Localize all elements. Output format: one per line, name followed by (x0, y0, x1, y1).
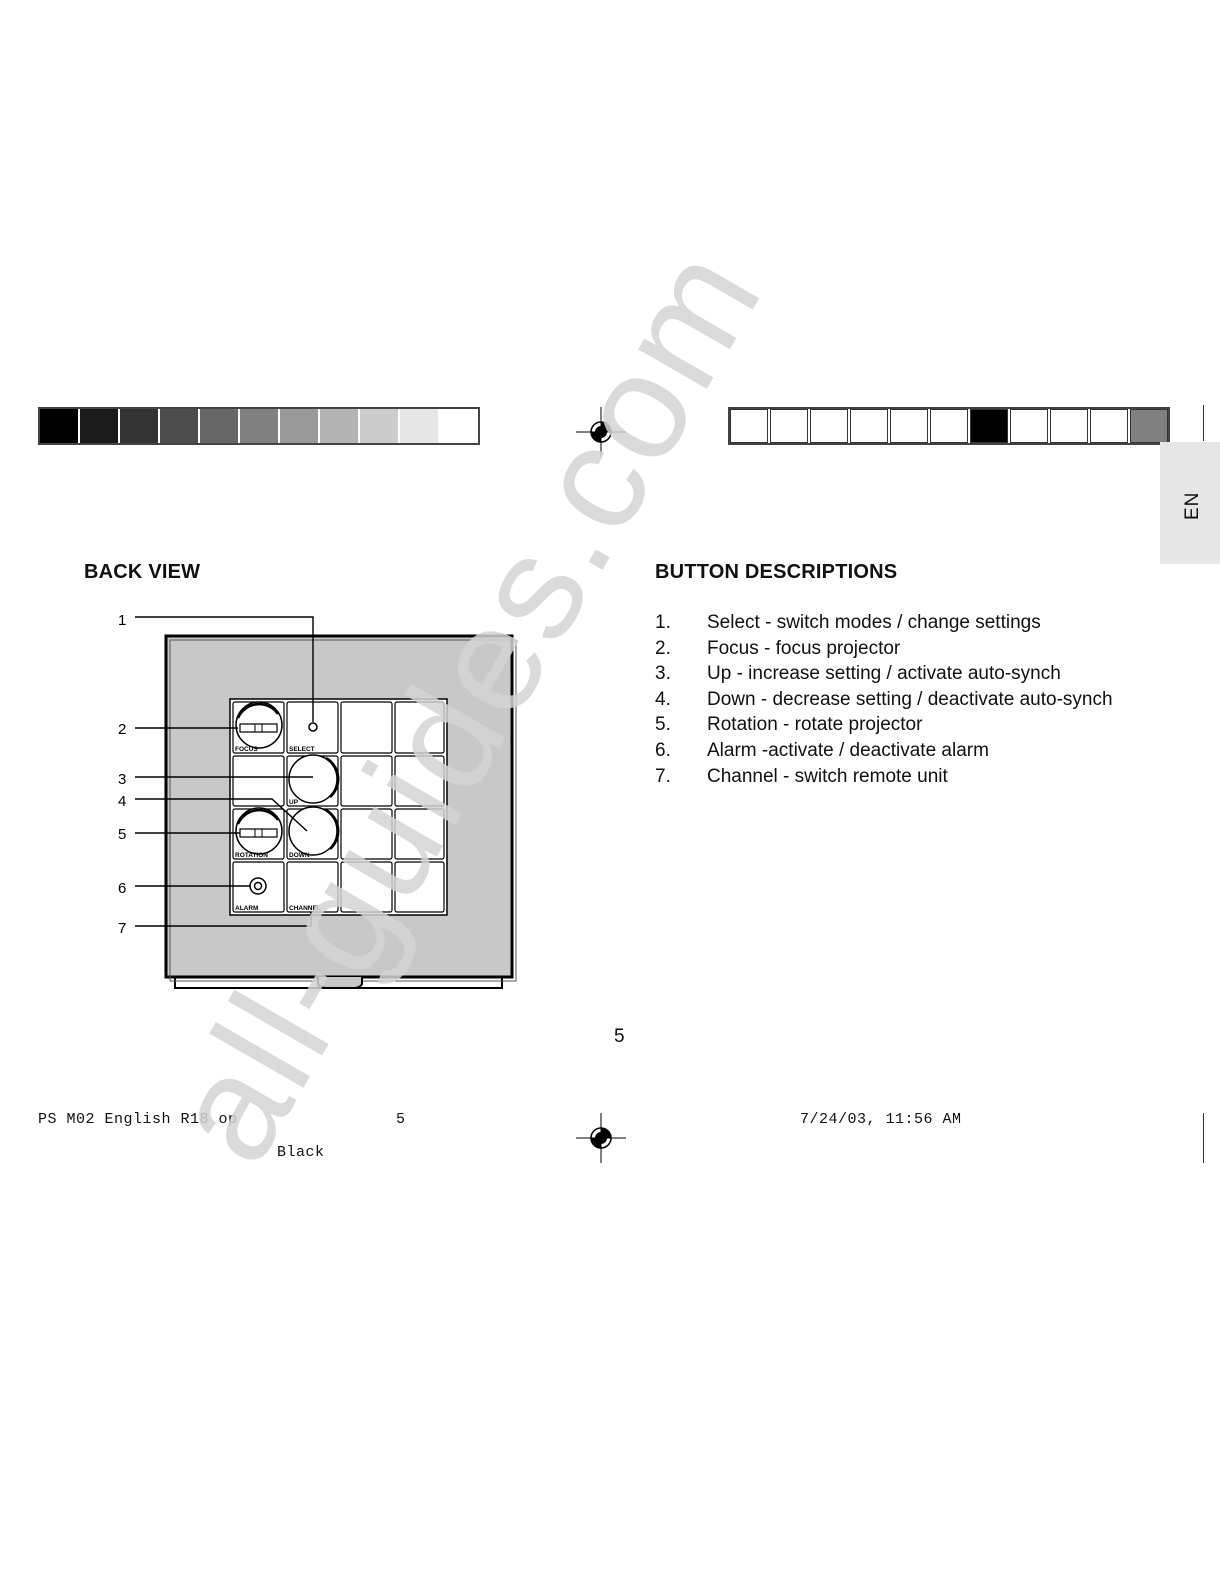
list-item: 5. Rotation - rotate projector (655, 714, 1113, 740)
item-text: Up - increase setting / activate auto-sy… (707, 663, 1061, 685)
list-item: 7. Channel - switch remote unit (655, 766, 1113, 792)
callout-number: 5 (118, 826, 126, 843)
color-swatch (1090, 409, 1128, 443)
item-number: 2. (655, 637, 671, 659)
alarm-label: ALARM (235, 905, 258, 912)
crop-mark (1203, 1113, 1204, 1163)
language-label: EN (1182, 491, 1203, 520)
color-swatch (890, 409, 928, 443)
color-swatch (810, 409, 848, 443)
item-text: Down - decrease setting / deactivate aut… (707, 688, 1113, 710)
callout-number: 4 (118, 793, 126, 810)
select-label: SELECT (289, 746, 315, 753)
item-number: 7. (655, 765, 671, 787)
language-tab: EN (1160, 442, 1220, 564)
up-dial-icon (288, 754, 340, 804)
registration-mark-icon (576, 407, 626, 457)
list-item: 6. Alarm -activate / deactivate alarm (655, 740, 1113, 766)
list-item: 3. Up - increase setting / activate auto-… (655, 663, 1113, 689)
callout-number: 3 (118, 771, 126, 788)
callout-number: 2 (118, 721, 126, 738)
item-number: 5. (655, 714, 671, 736)
color-swatch (1050, 409, 1088, 443)
footer-color-plate: Black (277, 1144, 325, 1161)
down-dial-icon (288, 806, 340, 856)
color-swatch (440, 409, 478, 443)
color-swatch (1130, 409, 1168, 443)
color-swatch (1010, 409, 1048, 443)
item-number: 3. (655, 663, 671, 685)
registration-mark-icon (576, 1113, 626, 1163)
color-swatch (970, 409, 1008, 443)
color-swatch (400, 409, 438, 443)
color-swatch (360, 409, 398, 443)
color-swatch (80, 409, 118, 443)
crop-mark (1203, 405, 1204, 441)
rotation-label: ROTATION (235, 852, 268, 859)
footer-filename: PS M02 English R18 op (38, 1111, 238, 1128)
color-swatch (320, 409, 358, 443)
callout-number: 6 (118, 880, 126, 897)
down-label: DOWN (289, 852, 310, 859)
list-item: 4. Down - decrease setting / deactivate a… (655, 689, 1113, 715)
item-text: Rotation - rotate projector (707, 714, 923, 736)
callout-number: 1 (118, 612, 126, 629)
back-view-heading: BACK VIEW (84, 561, 201, 583)
item-number: 1. (655, 612, 671, 633)
color-swatch (730, 409, 768, 443)
color-swatch (200, 409, 238, 443)
item-text: Channel - switch remote unit (707, 765, 948, 787)
button-descriptions-heading: BUTTON DESCRIPTIONS (655, 561, 898, 583)
left-grayscale-strip (38, 407, 480, 445)
rotation-dial-icon (235, 807, 283, 855)
color-swatch (160, 409, 198, 443)
up-label: UP (289, 799, 299, 806)
footer-timestamp: 7/24/03, 11:56 AM (800, 1111, 962, 1128)
page-number: 5 (614, 1026, 625, 1047)
color-swatch (930, 409, 968, 443)
item-text: Focus - focus projector (707, 637, 901, 659)
item-text: Select - switch modes / change settings (707, 612, 1041, 633)
focus-label: FOCUS (235, 746, 258, 753)
callout-leader-lines (135, 616, 314, 927)
button-descriptions-list: 1. Select - switch modes / change setting… (655, 612, 1113, 791)
item-number: 6. (655, 739, 671, 761)
select-button-icon (308, 722, 318, 732)
item-text: Alarm -activate / deactivate alarm (707, 739, 989, 761)
color-swatch (770, 409, 808, 443)
channel-label: CHANNEL (289, 905, 321, 912)
color-swatch (240, 409, 278, 443)
focus-dial-icon (235, 701, 283, 749)
list-item: 1. Select - switch modes / change setting… (655, 612, 1113, 638)
back-view-diagram: FOCUS SELECT UP DOWN ROTATION ALARM CHAN… (118, 612, 517, 989)
color-swatch (40, 409, 78, 443)
color-swatch (120, 409, 158, 443)
footer-page: 5 (396, 1111, 406, 1128)
alarm-button-icon (249, 877, 267, 895)
callout-number: 7 (118, 920, 126, 937)
right-color-strip (728, 407, 1170, 445)
color-swatch (280, 409, 318, 443)
list-item: 2. Focus - focus projector (655, 638, 1113, 664)
color-swatch (850, 409, 888, 443)
item-number: 4. (655, 688, 671, 710)
